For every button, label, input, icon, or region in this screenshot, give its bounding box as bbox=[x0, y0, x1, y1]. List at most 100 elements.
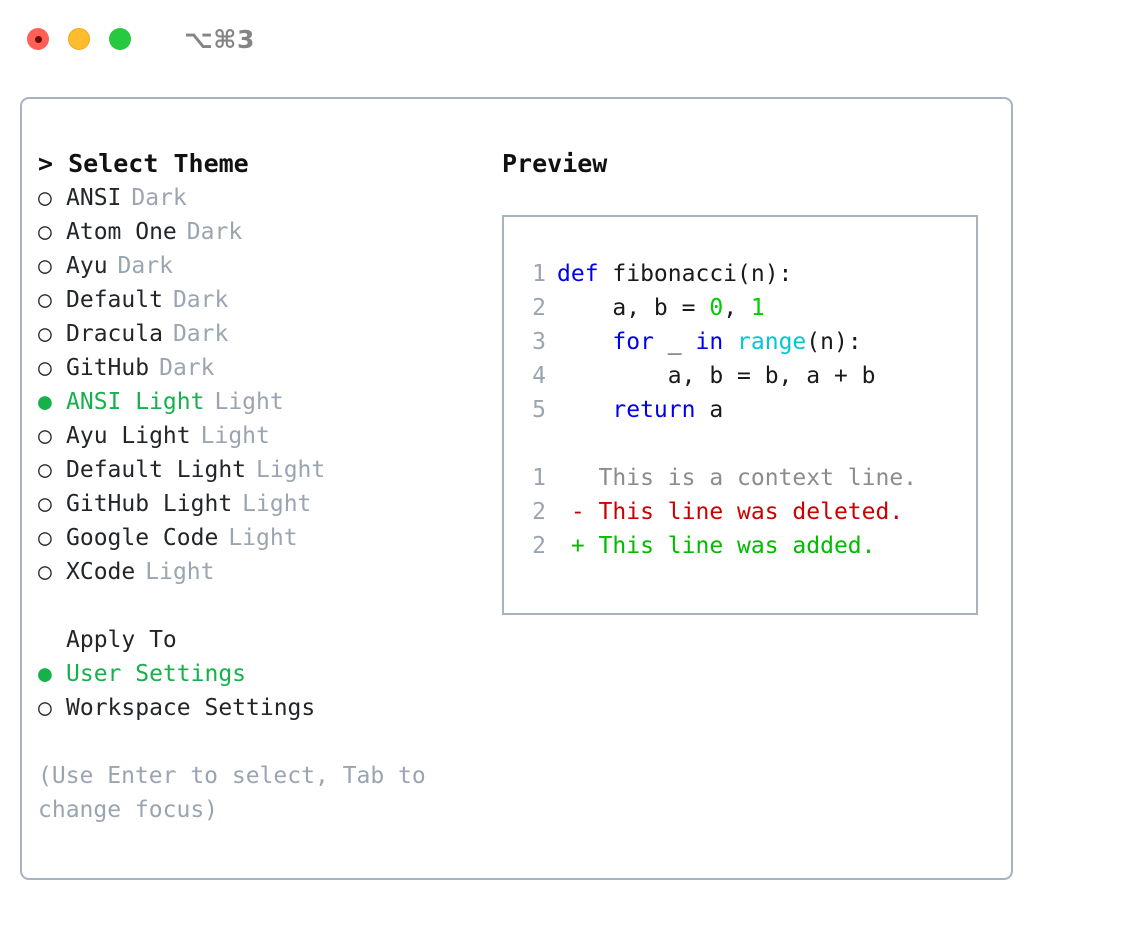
apply-to-option-label: User Settings bbox=[66, 661, 247, 687]
code-token: , bbox=[723, 295, 751, 321]
theme-option-default-light[interactable]: ○ Default Light Light bbox=[38, 453, 488, 487]
code-token: 1 bbox=[750, 295, 765, 321]
line-number: 2 bbox=[532, 295, 546, 321]
theme-option-github-light[interactable]: ○ GitHub Light Light bbox=[38, 487, 488, 521]
maximize-light-icon[interactable] bbox=[109, 28, 131, 50]
theme-option-category: Light bbox=[145, 559, 215, 585]
page-title: > Select Theme bbox=[38, 149, 249, 178]
theme-option-github[interactable]: ○ GitHub Dark bbox=[38, 351, 488, 385]
theme-option-category: Dark bbox=[117, 253, 173, 279]
theme-option-dracula[interactable]: ○ Dracula Dark bbox=[38, 317, 488, 351]
code-line-text: return a bbox=[557, 393, 723, 427]
code-token: _ bbox=[653, 329, 696, 355]
window-controls bbox=[27, 28, 131, 50]
keyboard-hint: (Use Enter to select, Tab to change focu… bbox=[38, 763, 426, 823]
code-token: a, b = b, a + b bbox=[557, 363, 876, 389]
line-number: 5 bbox=[532, 397, 546, 423]
theme-option-label: GitHub Light bbox=[66, 491, 233, 517]
code-line: 2 a, b = 0, 1 bbox=[504, 291, 976, 325]
apply-to-option-label: Workspace Settings bbox=[66, 695, 316, 721]
theme-option-label: Google Code bbox=[66, 525, 219, 551]
code-token bbox=[557, 329, 612, 355]
radio-unselected-icon: ○ bbox=[38, 253, 52, 279]
theme-option-label: Default bbox=[66, 287, 163, 313]
theme-option-category: Dark bbox=[172, 287, 229, 313]
shortcut-label: ⌥⌘3 bbox=[184, 24, 255, 54]
theme-option-label: Dracula bbox=[66, 321, 163, 347]
line-number: 1 bbox=[532, 465, 546, 491]
theme-option-label: Atom One bbox=[66, 219, 177, 245]
diff-sample: 1 This is a context line. 2 - This line w… bbox=[504, 461, 976, 563]
apply-to-option-workspace-settings[interactable]: ○Workspace Settings bbox=[38, 691, 488, 725]
theme-option-category: Dark bbox=[172, 321, 229, 347]
code-token: a, b = bbox=[557, 295, 710, 321]
radio-unselected-icon: ○ bbox=[38, 321, 52, 347]
theme-option-category: Light bbox=[242, 491, 312, 517]
radio-unselected-icon: ○ bbox=[38, 423, 52, 449]
line-number: 2 bbox=[532, 533, 546, 559]
theme-option-category: Dark bbox=[186, 219, 243, 245]
code-token: a bbox=[695, 397, 724, 423]
apply-to-option-list: ●User Settings○Workspace Settings bbox=[38, 657, 488, 725]
code-token: fibonacci(n): bbox=[612, 261, 793, 287]
code-line: 4 a, b = b, a + b bbox=[504, 359, 976, 393]
theme-option-label: Ayu bbox=[66, 253, 108, 279]
code-token: (n): bbox=[806, 329, 862, 355]
code-line-text: + This line was added. bbox=[557, 529, 876, 563]
theme-option-ansi[interactable]: ○ ANSI Dark bbox=[38, 181, 488, 215]
code-line-text: a, b = 0, 1 bbox=[557, 291, 765, 325]
theme-option-label: Default Light bbox=[66, 457, 247, 483]
theme-option-label: XCode bbox=[66, 559, 136, 585]
line-number: 1 bbox=[532, 261, 546, 287]
code-token: in bbox=[695, 329, 724, 355]
code-line: 1 def fibonacci(n): bbox=[504, 257, 976, 291]
theme-option-label: ANSI bbox=[66, 185, 122, 211]
close-light-dot-icon bbox=[34, 35, 42, 43]
code-token: This is a context line. bbox=[557, 465, 918, 491]
code-line-text: This is a context line. bbox=[557, 461, 918, 495]
theme-option-category: Light bbox=[228, 525, 298, 551]
diff-line: 2 - This line was deleted. bbox=[504, 495, 976, 529]
code-line-text: def fibonacci(n): bbox=[557, 257, 792, 291]
line-number: 4 bbox=[532, 363, 546, 389]
theme-option-category: Dark bbox=[131, 185, 187, 211]
code-line-text: for _ in range(n): bbox=[557, 325, 862, 359]
radio-unselected-icon: ○ bbox=[38, 355, 52, 381]
code-token: def bbox=[557, 261, 613, 287]
radio-selected-icon: ● bbox=[38, 389, 52, 415]
code-token: 0 bbox=[709, 295, 724, 321]
theme-option-ayu[interactable]: ○ Ayu Dark bbox=[38, 249, 488, 283]
radio-unselected-icon: ○ bbox=[38, 525, 52, 551]
apply-to-option-user-settings[interactable]: ●User Settings bbox=[38, 657, 488, 691]
minimize-light-icon[interactable] bbox=[68, 28, 90, 50]
radio-unselected-icon: ○ bbox=[38, 491, 52, 517]
theme-option-category: Dark bbox=[159, 355, 215, 381]
code-token: return bbox=[612, 397, 696, 423]
code-token bbox=[557, 397, 612, 423]
radio-unselected-icon: ○ bbox=[38, 457, 52, 483]
list-spacer bbox=[38, 589, 488, 623]
close-light-icon[interactable] bbox=[27, 28, 49, 50]
radio-unselected-icon: ○ bbox=[38, 185, 52, 211]
code-token: range bbox=[737, 329, 807, 355]
theme-option-category: Light bbox=[256, 457, 326, 483]
line-number: 3 bbox=[532, 329, 546, 355]
theme-option-google-code[interactable]: ○ Google Code Light bbox=[38, 521, 488, 555]
diff-line: 2 + This line was added. bbox=[504, 529, 976, 563]
code-diff-gap bbox=[504, 427, 976, 461]
title-bar: ⌥⌘3 bbox=[0, 0, 1140, 78]
preview-title: Preview bbox=[502, 149, 608, 178]
theme-option-label: GitHub bbox=[66, 355, 150, 381]
